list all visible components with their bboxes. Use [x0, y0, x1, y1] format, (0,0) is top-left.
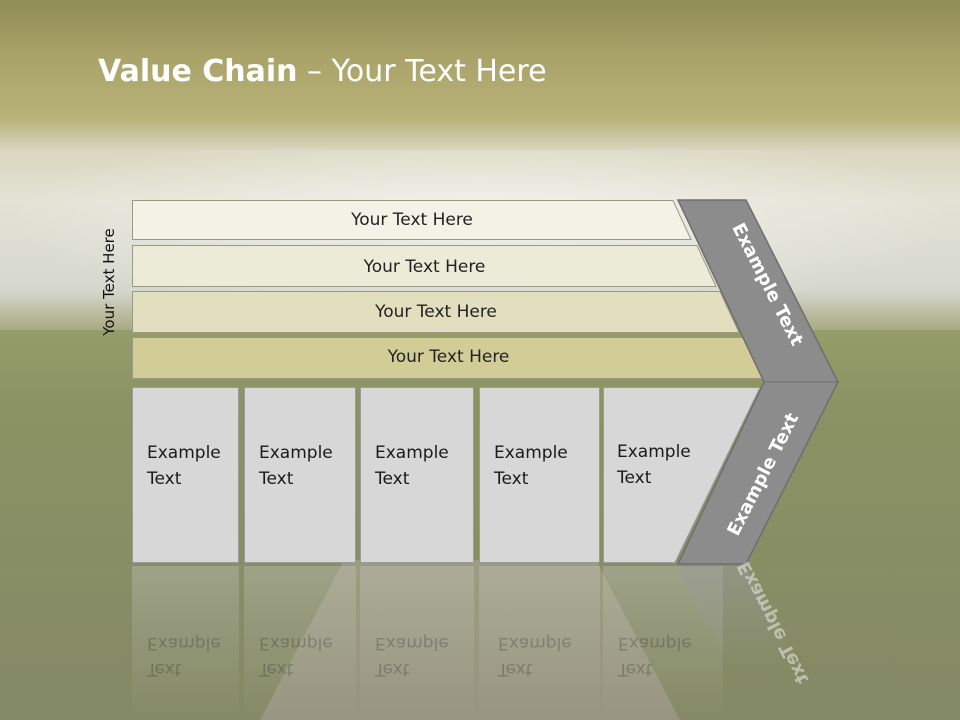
row-1-shape [132, 200, 692, 240]
column-5: Example Text [603, 387, 693, 563]
column-3-reflection-text: Text Example [375, 630, 449, 682]
column-2-reflection-line1: Example [259, 633, 333, 653]
row-2-shape [132, 245, 717, 287]
row-1: Your Text Here [132, 200, 692, 240]
column-4-reflection-line2: Text [498, 659, 533, 679]
row-2: Your Text Here [132, 245, 717, 287]
column-4: Example Text [479, 387, 600, 563]
column-3-line1: Example [375, 443, 449, 463]
cracked-ground [260, 560, 680, 720]
column-2-line2: Text [259, 469, 294, 489]
column-5-shape [603, 387, 761, 563]
row-2-label: Your Text Here [363, 257, 486, 277]
column-3-line2: Text [375, 469, 410, 489]
title-bold: Value Chain [98, 54, 298, 89]
chevron-reflection [678, 566, 798, 670]
column-2-line1: Example [259, 443, 333, 463]
column-4-reflection [479, 566, 600, 720]
slide-title: Value Chain – Your Text Here [98, 54, 547, 89]
row-4: Your Text Here [132, 337, 765, 379]
row-3-shape [132, 291, 740, 333]
column-2-reflection [244, 566, 356, 720]
column-2-reflection-line2: Text [259, 659, 294, 679]
column-4-reflection-text: Text Example [498, 630, 572, 682]
column-2-reflection-text: Text Example [259, 630, 333, 682]
column-1: Example Text [132, 387, 239, 563]
column-1-line2: Text [147, 469, 182, 489]
column-2: Example Text [244, 387, 356, 563]
row-4-label: Your Text Here [387, 347, 510, 367]
column-3: Example Text [360, 387, 474, 563]
column-5-line1: Example [617, 442, 691, 462]
row-3-label: Your Text Here [375, 302, 497, 322]
side-label: Your Text Here [100, 228, 118, 336]
column-3-reflection-line2: Text [375, 659, 410, 679]
column-3-reflection-line1: Example [375, 633, 449, 653]
title-rest: – Your Text Here [297, 54, 547, 89]
row-1-label: Your Text Here [351, 210, 473, 230]
column-3-reflection [360, 566, 474, 720]
column-1-reflection-text: Text Example [147, 630, 221, 682]
column-4-line1: Example [494, 443, 568, 463]
column-1-reflection [132, 566, 239, 720]
column-1-reflection-line2: Text [147, 659, 182, 679]
column-1-reflection-line1: Example [147, 633, 221, 653]
row-3: Your Text Here [132, 291, 740, 333]
column-4-line2: Text [494, 469, 529, 489]
column-4-reflection-line1: Example [498, 633, 572, 653]
column-5-line2: Text [617, 468, 652, 488]
chevron-arrow [676, 199, 839, 565]
column-1-line1: Example [147, 443, 221, 463]
